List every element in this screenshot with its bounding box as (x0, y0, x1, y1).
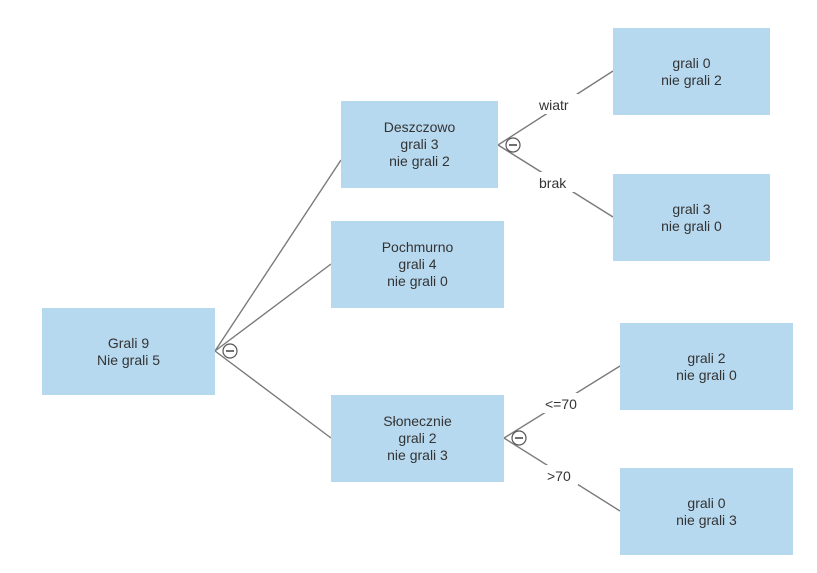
edge-label-bg-brak (536, 172, 576, 192)
node-sloneczne-line2: grali 2 (398, 430, 437, 446)
edge-root-sloneczne (214, 350, 332, 439)
edge-root-deszczowo (214, 159, 342, 352)
node-deszczowo-brak[interactable]: grali 3 nie grali 0 (613, 174, 770, 261)
edge-label-brak: brak (539, 175, 567, 191)
node-deszczowo[interactable]: Deszczowo grali 3 nie grali 2 (341, 101, 498, 188)
node-sloneczne-line3: nie grali 3 (387, 447, 448, 463)
node-root-line2: Nie grali 5 (96, 351, 161, 368)
node-sloneczne-le70[interactable]: grali 2 nie grali 0 (620, 323, 793, 410)
node-deszczowo-line3: nie grali 2 (389, 153, 450, 169)
node-sloneczne-le70-line1: grali 2 (687, 349, 726, 366)
edge-label-le70: <=70 (545, 396, 577, 412)
edge-label-bg-le70 (542, 393, 584, 413)
node-pochmurno-line3: nie grali 0 (387, 273, 448, 289)
node-pochmurno[interactable]: Pochmurno grali 4 nie grali 0 (331, 221, 504, 308)
node-root-line1: Grali 9 (107, 334, 150, 351)
node-root[interactable]: Grali 9 Nie grali 5 (42, 308, 215, 395)
node-sloneczne-gt70-line1: grali 0 (687, 494, 726, 511)
node-deszczowo-wiatr-line1: grali 0 (672, 54, 711, 71)
node-pochmurno-line1: Pochmurno (381, 239, 454, 255)
edge-label-gt70: >70 (547, 468, 571, 484)
collapse-deszczowo-icon[interactable] (505, 137, 521, 153)
node-deszczowo-wiatr[interactable]: grali 0 nie grali 2 (613, 28, 770, 115)
node-deszczowo-line2: grali 3 (400, 136, 439, 152)
node-sloneczne[interactable]: Słonecznie grali 2 nie grali 3 (331, 395, 504, 482)
node-deszczowo-brak-line2: nie grali 0 (661, 217, 722, 234)
node-pochmurno-line2: grali 4 (398, 256, 437, 272)
collapse-root-icon[interactable] (222, 343, 238, 359)
node-deszczowo-brak-line1: grali 3 (672, 200, 711, 217)
node-sloneczne-line1: Słonecznie (383, 413, 452, 429)
node-sloneczne-le70-line2: nie grali 0 (676, 366, 737, 383)
edge-label-bg-gt70 (544, 465, 578, 485)
node-sloneczne-gt70-line2: nie grali 3 (676, 511, 737, 528)
edge-root-pochmurno (214, 263, 332, 352)
node-sloneczne-gt70[interactable]: grali 0 nie grali 3 (620, 468, 793, 555)
edge-label-bg-wiatr (536, 94, 578, 114)
node-deszczowo-line1: Deszczowo (383, 119, 456, 135)
collapse-sloneczne-icon[interactable] (511, 430, 527, 446)
edge-label-wiatr: wiatr (538, 97, 569, 113)
node-deszczowo-wiatr-line2: nie grali 2 (661, 71, 722, 88)
